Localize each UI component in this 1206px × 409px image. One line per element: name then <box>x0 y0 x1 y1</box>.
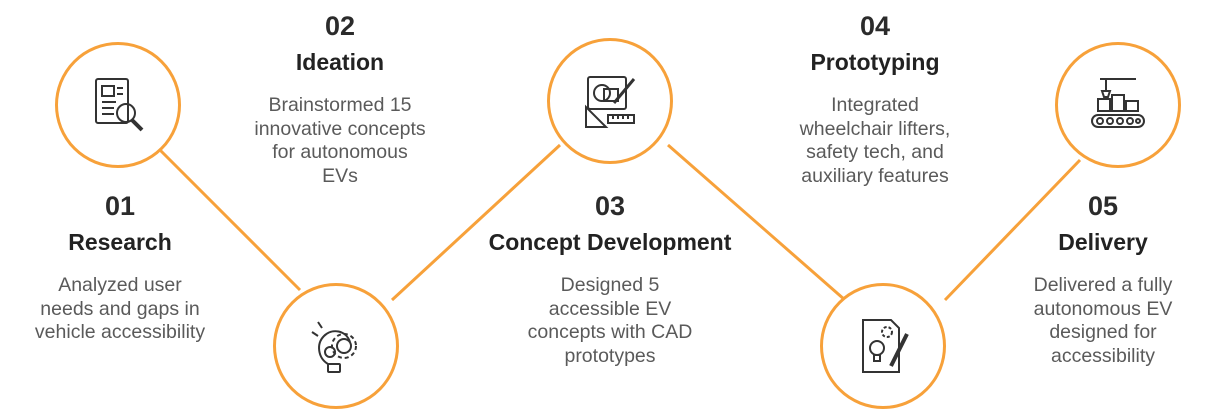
step-title: Ideation <box>295 49 385 75</box>
step-number: 04 <box>859 11 891 41</box>
prototyping-icon-circle <box>820 283 946 409</box>
concept-icon-circle <box>547 38 673 164</box>
step-number: 01 <box>104 191 136 221</box>
research-icon-circle <box>55 42 181 168</box>
step-number: 02 <box>324 11 356 41</box>
document-search-icon <box>95 78 144 132</box>
conveyor-robot-arm-icon <box>1091 78 1145 128</box>
step-title: Research <box>68 229 172 255</box>
step-title: Concept Development <box>488 229 732 255</box>
step-number: 05 <box>1087 191 1119 221</box>
step-number: 03 <box>594 191 626 221</box>
delivery-icon-circle <box>1055 42 1181 168</box>
blueprint-idea-icon <box>862 319 909 373</box>
ideation-icon-circle <box>273 283 399 409</box>
lightbulb-gears-icon <box>311 321 357 373</box>
step-title: Delivery <box>1058 229 1148 255</box>
design-tools-icon <box>585 76 636 128</box>
step-title: Prototyping <box>810 49 940 75</box>
